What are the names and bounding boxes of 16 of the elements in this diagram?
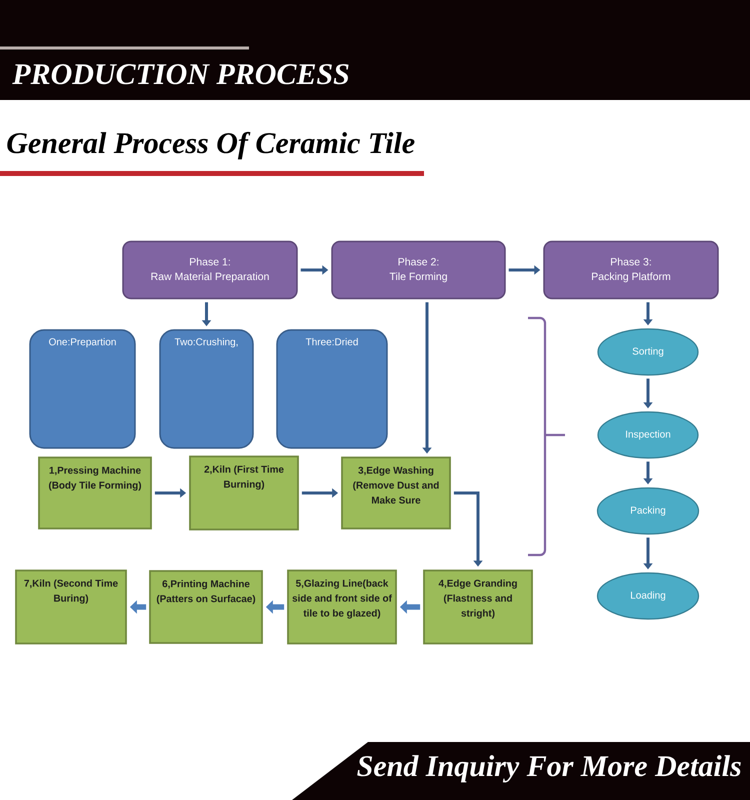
rounded-box: Two:Crushing, xyxy=(159,329,254,449)
rounded-box: One:Prepartion xyxy=(29,329,136,449)
process-box: 5,Glazing Line(back side and front side of tile to be glazed) xyxy=(287,570,397,644)
phase-box: Phase 2: Tile Forming xyxy=(331,240,506,300)
process-box: 1,Pressing Machine (Body Tile Forming) xyxy=(38,456,152,530)
process-box: 3,Edge Washing (Remove Dust and Make Sure xyxy=(341,456,451,530)
process-box: 4,Edge Granding (Flastness and stright) xyxy=(423,570,533,644)
phase-box: Phase 1: Raw Material Preparation xyxy=(122,240,298,300)
process-box: 2,Kiln (First Time Burning) xyxy=(189,456,299,530)
heading: General Process Of Ceramic Tile xyxy=(7,132,414,160)
process-box: 7,Kiln (Second Time Buring) xyxy=(15,570,127,644)
phase-box: Phase 3: Packing Platform xyxy=(543,240,719,300)
process-box: 6,Printing Machine (Patters on Surfacae) xyxy=(149,570,263,644)
header-banner: PRODUCTION PROCESS xyxy=(0,0,750,100)
rounded-box: Three:Dried xyxy=(276,329,388,449)
footer-banner: Send Inquiry For More Details xyxy=(292,742,750,800)
